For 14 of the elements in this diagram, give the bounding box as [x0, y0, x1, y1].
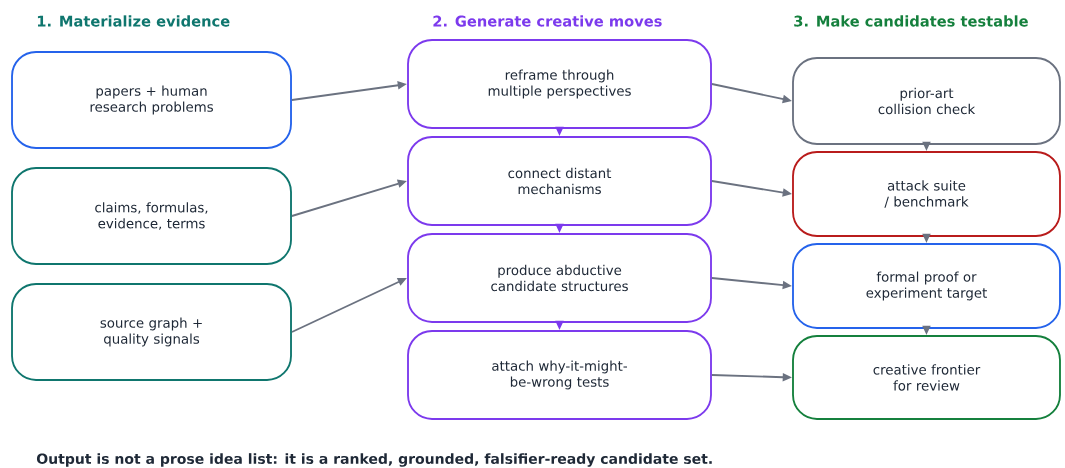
process-box: formal proof or experiment target	[792, 243, 1061, 329]
column-heading: 1. Materialize evidence	[37, 15, 230, 27]
process-box: source graph + quality signals	[11, 283, 292, 381]
process-box: creative frontier for review	[792, 335, 1061, 420]
process-box: papers + human research problems	[11, 51, 292, 149]
process-box: prior-art collision check	[792, 57, 1061, 145]
process-box: connect distant mechanisms	[407, 136, 712, 226]
caption: Output is not a prose idea list: it is a ranked, grounded, falsifier-ready candidate set.	[36, 453, 712, 467]
column-heading: 3. Make candidates testable	[794, 15, 1028, 27]
process-box: reframe through multiple perspectives	[407, 39, 712, 129]
process-box: claims, formulas, evidence, terms	[11, 167, 292, 265]
process-box: attach why-it-might-be-wrong tests	[407, 330, 712, 420]
process-box: attack suite / benchmark	[792, 151, 1061, 237]
process-box: produce abductive candidate structures	[407, 233, 712, 323]
